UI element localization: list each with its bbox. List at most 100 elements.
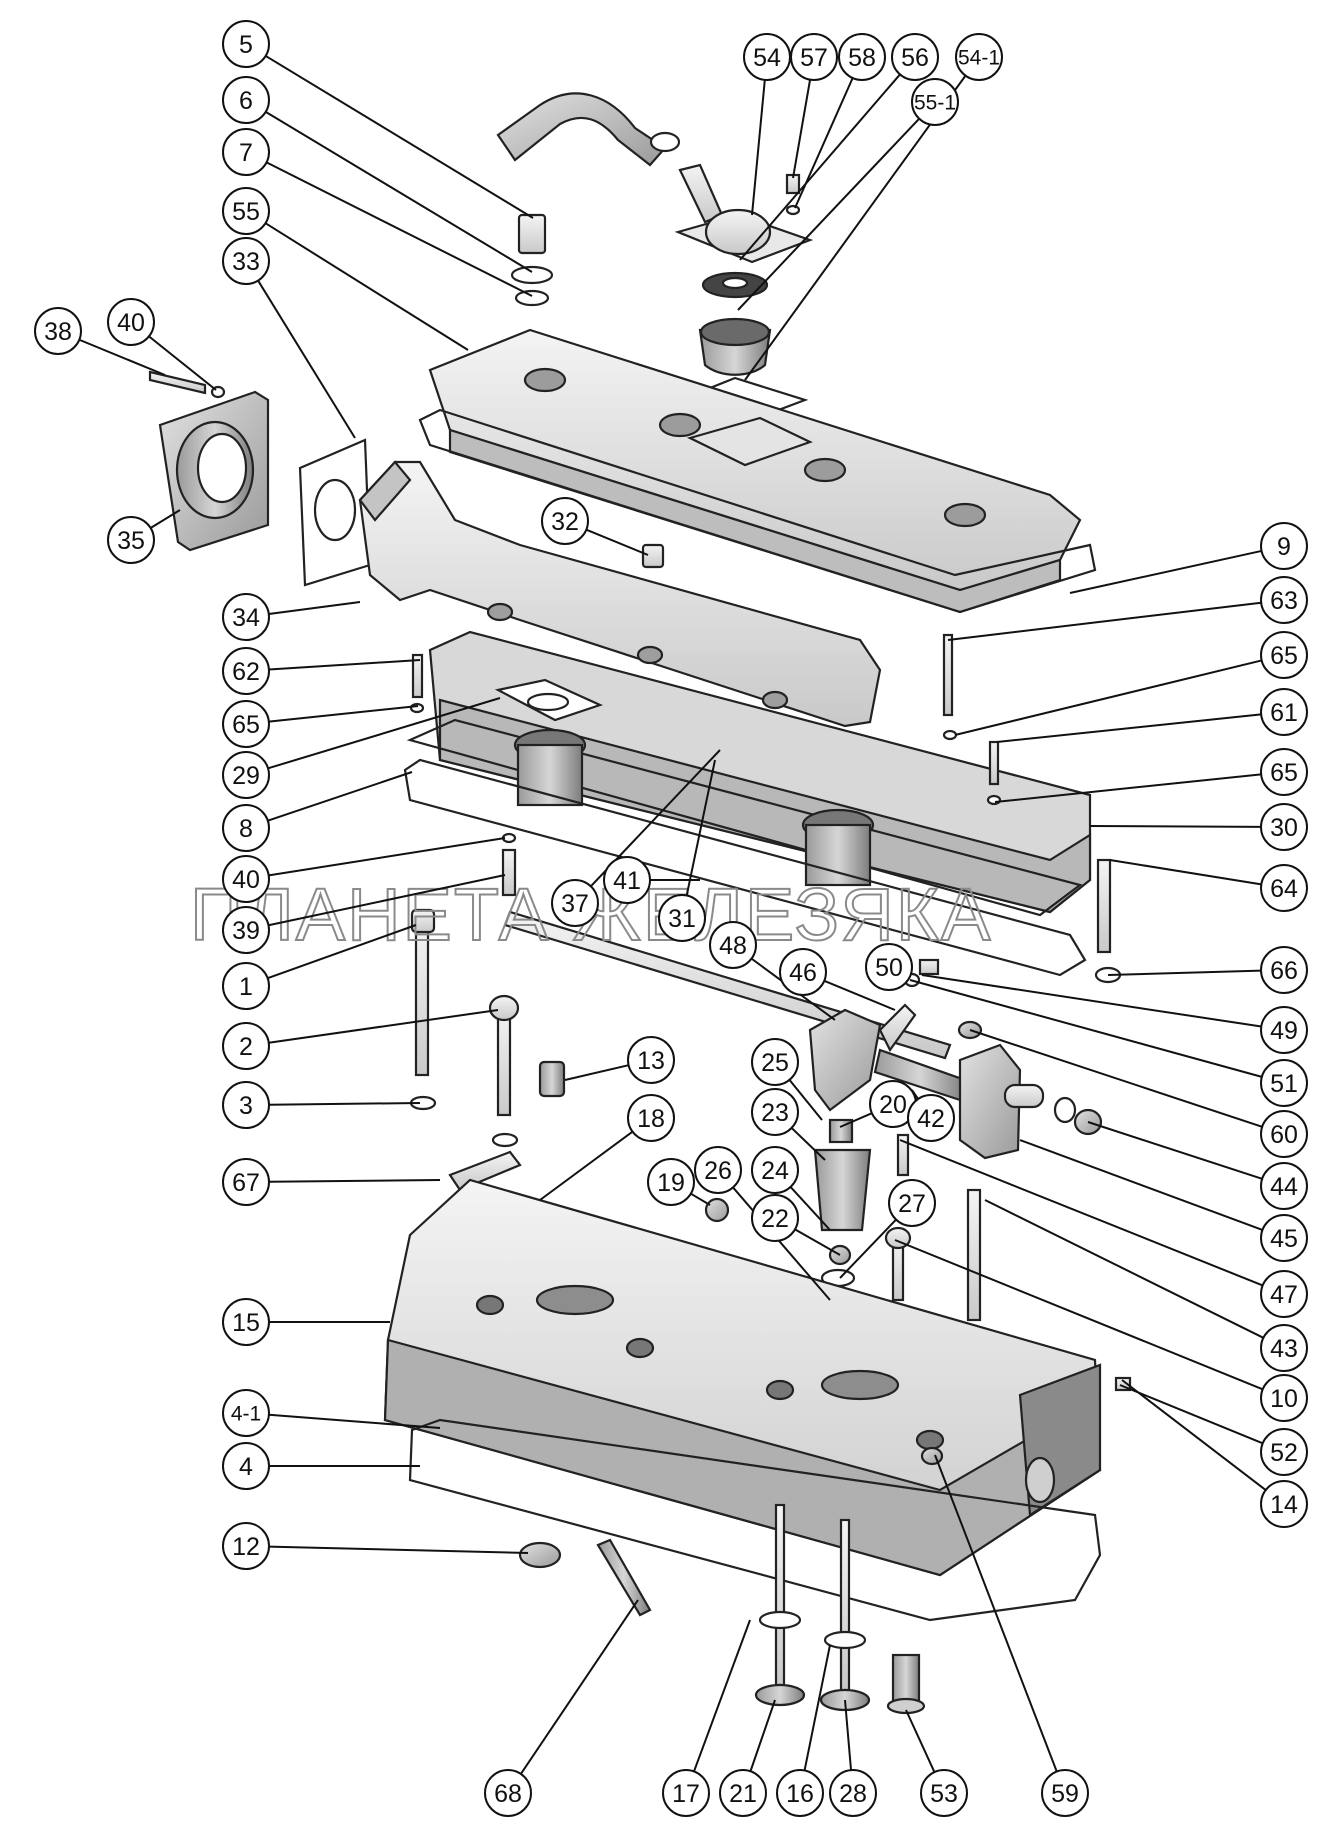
callout-label: 58: [848, 44, 876, 72]
callout-label: 39: [232, 917, 260, 945]
callout-67: 67: [222, 1158, 270, 1206]
callout-24: 24: [751, 1146, 799, 1194]
callout-6: 6: [222, 76, 270, 124]
leader-line: [739, 73, 901, 261]
callout-30: 30: [1260, 803, 1308, 851]
callout-label: 18: [637, 1105, 665, 1133]
leader-line: [1107, 969, 1262, 976]
callout-label: 56: [901, 44, 929, 72]
leader-line: [790, 1127, 826, 1161]
callout-label: 53: [930, 1780, 958, 1808]
callout-66: 66: [1260, 946, 1308, 994]
callout-label: 1: [239, 973, 253, 1001]
callout-38: 38: [34, 307, 82, 355]
leader-line: [564, 1064, 629, 1081]
callout-label: 47: [1270, 1281, 1298, 1309]
callout-49: 49: [1260, 1006, 1308, 1054]
callout-37: 37: [551, 879, 599, 927]
callout-label: 68: [494, 1780, 522, 1808]
callout-17: 17: [662, 1769, 710, 1817]
leader-line: [947, 601, 1262, 641]
leader-line: [737, 118, 920, 311]
callout-label: 65: [1270, 642, 1298, 670]
callout-58: 58: [838, 33, 886, 81]
callout-label: 16: [786, 1780, 814, 1808]
callout-label: 28: [839, 1780, 867, 1808]
callout-32: 32: [541, 497, 589, 545]
callout-9: 9: [1260, 522, 1308, 570]
callout-label: 67: [232, 1169, 260, 1197]
leader-line: [268, 601, 361, 615]
callout-label: 52: [1270, 1439, 1298, 1467]
leader-line: [1119, 1384, 1264, 1445]
callout-12: 12: [222, 1522, 270, 1570]
leader-line: [839, 1218, 897, 1279]
callout-40: 40: [107, 298, 155, 346]
callout-label: 55-1: [914, 92, 956, 115]
leader-line: [690, 1192, 711, 1206]
callout-label: 34: [232, 604, 260, 632]
callout-2: 2: [222, 1022, 270, 1070]
leader-line: [789, 1186, 831, 1231]
callout-47: 47: [1260, 1270, 1308, 1318]
callout-label: 54-1: [958, 47, 1000, 70]
callout-48: 48: [709, 921, 757, 969]
callout-65: 65: [1260, 748, 1308, 796]
leader-line: [257, 280, 356, 439]
callout-label: 37: [561, 890, 589, 918]
callout-label: 59: [1051, 1780, 1079, 1808]
leader-line: [1019, 1139, 1263, 1231]
callout-label: 20: [879, 1091, 907, 1119]
callout-55: 55: [222, 187, 270, 235]
callout-label: 8: [239, 815, 253, 843]
callout-label: 51: [1270, 1070, 1298, 1098]
callout-label: 44: [1270, 1173, 1298, 1201]
callout-7: 7: [222, 128, 270, 176]
callout-29: 29: [222, 751, 270, 799]
callout-63: 63: [1260, 576, 1308, 624]
callout-34: 34: [222, 593, 270, 641]
leader-line: [792, 79, 812, 179]
callout-label: 6: [239, 87, 253, 115]
leader-line: [693, 1619, 751, 1772]
leader-line: [844, 1699, 853, 1771]
callout-label: 62: [232, 658, 260, 686]
callout-label: 3: [239, 1092, 253, 1120]
callout-31: 31: [658, 894, 706, 942]
leader-line: [267, 697, 501, 770]
callout-label: 23: [761, 1099, 789, 1127]
leader-line: [266, 161, 533, 297]
callout-14: 14: [1260, 1480, 1308, 1528]
leader-line: [751, 79, 766, 216]
callout-18: 18: [627, 1094, 675, 1142]
callout-60: 60: [1260, 1110, 1308, 1158]
callout-28: 28: [829, 1769, 877, 1817]
leader-line: [732, 1186, 831, 1301]
callout-label: 38: [44, 318, 72, 346]
callout-label: 48: [719, 932, 747, 960]
leader-line: [894, 1239, 1264, 1391]
callout-45: 45: [1260, 1214, 1308, 1262]
callout-label: 54: [753, 44, 781, 72]
leader-line: [268, 1009, 499, 1044]
callout-57: 57: [790, 33, 838, 81]
callout-19: 19: [647, 1158, 695, 1206]
callout-label: 14: [1270, 1491, 1298, 1519]
callout-label: 40: [117, 309, 145, 337]
callout-label: 5: [239, 31, 253, 59]
callout-label: 61: [1270, 699, 1298, 727]
callout-label: 65: [232, 711, 260, 739]
callout-41: 41: [603, 856, 651, 904]
leader-line: [984, 1199, 1264, 1339]
callout-42: 42: [907, 1094, 955, 1142]
callout-label: 64: [1270, 875, 1298, 903]
leader-line: [1109, 859, 1262, 886]
callout-label: 21: [729, 1780, 757, 1808]
leader-line: [794, 77, 854, 209]
callout-65: 65: [1260, 631, 1308, 679]
callout-label: 15: [232, 1309, 260, 1337]
leader-line: [150, 509, 181, 529]
callout-43: 43: [1260, 1324, 1308, 1372]
callout-label: 49: [1270, 1017, 1298, 1045]
leader-line: [585, 528, 649, 556]
